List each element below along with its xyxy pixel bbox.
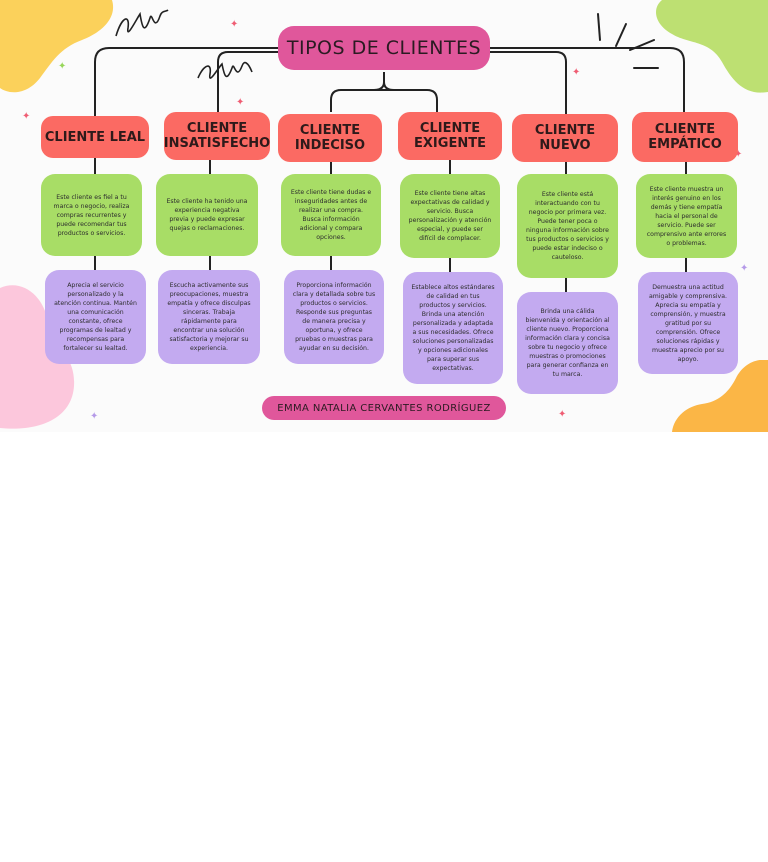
- green-blob-decoration: [656, 0, 768, 93]
- star-icon: ✦: [58, 61, 67, 72]
- strategy-card-insatisfecho: Escucha activamente sus preocupaciones, …: [158, 270, 260, 364]
- star-icon: ✦: [572, 67, 581, 78]
- loop-doodle-icon: [115, 9, 169, 37]
- client-type-exigente: CLIENTE EXIGENTE: [398, 112, 502, 160]
- orange-blob-decoration: [672, 360, 768, 432]
- description-card-exigente: Este cliente tiene altas expectativas de…: [400, 174, 500, 258]
- client-type-empatico: CLIENTE EMPÁTICO: [632, 112, 738, 162]
- star-icon: ✦: [740, 263, 749, 274]
- description-card-nuevo: Este cliente está interactuando con tu n…: [517, 174, 618, 278]
- pink-blob-shape: [0, 285, 75, 429]
- strategy-card-leal: Aprecia el servicio personalizado y la a…: [45, 270, 146, 364]
- client-type-leal: CLIENTE LEAL: [41, 116, 149, 158]
- yellow-blob-shape: [0, 0, 114, 93]
- description-card-empatico: Este cliente muestra un interés genuino …: [636, 174, 737, 258]
- author-label: EMMA NATALIA CERVANTES RODRÍGUEZ: [262, 396, 506, 420]
- star-icon: ✦: [236, 97, 245, 108]
- star-icon: ✦: [734, 149, 743, 160]
- mind-map-canvas: ✦ ✦ ✦ ✦ ✦ ✦ ✦ ✦ ✦: [0, 0, 768, 432]
- strategy-card-indeciso: Proporciona información clara y detallad…: [284, 270, 384, 364]
- strategy-card-empatico: Demuestra una actitud amigable y compren…: [638, 272, 738, 374]
- client-type-nuevo: CLIENTE NUEVO: [512, 114, 618, 162]
- client-type-indeciso: CLIENTE INDECISO: [278, 114, 382, 162]
- strategy-card-exigente: Establece altos estándares de calidad en…: [403, 272, 503, 384]
- star-icon: ✦: [558, 409, 567, 420]
- description-card-indeciso: Este cliente tiene dudas e inseguridades…: [281, 174, 381, 256]
- orange-blob-shape: [672, 360, 768, 432]
- yellow-blob-decoration: [0, 0, 114, 93]
- description-card-insatisfecho: Este cliente ha tenido una experiencia n…: [156, 174, 258, 256]
- strategy-card-nuevo: Brinda una cálida bienvenida y orientaci…: [517, 292, 618, 394]
- green-blob-shape: [656, 0, 768, 93]
- loop-doodle-icon: [197, 61, 253, 79]
- diagram-title: TIPOS DE CLIENTES: [278, 26, 490, 70]
- pink-blob-decoration: [0, 285, 75, 429]
- connector-lines: [94, 47, 687, 292]
- star-icon: ✦: [230, 19, 239, 30]
- description-card-leal: Este cliente es fiel a tu marca o negoci…: [41, 174, 142, 256]
- star-icon: ✦: [22, 111, 31, 122]
- client-type-insatisfecho: CLIENTE INSATISFECHO: [164, 112, 270, 160]
- star-icon: ✦: [90, 411, 99, 422]
